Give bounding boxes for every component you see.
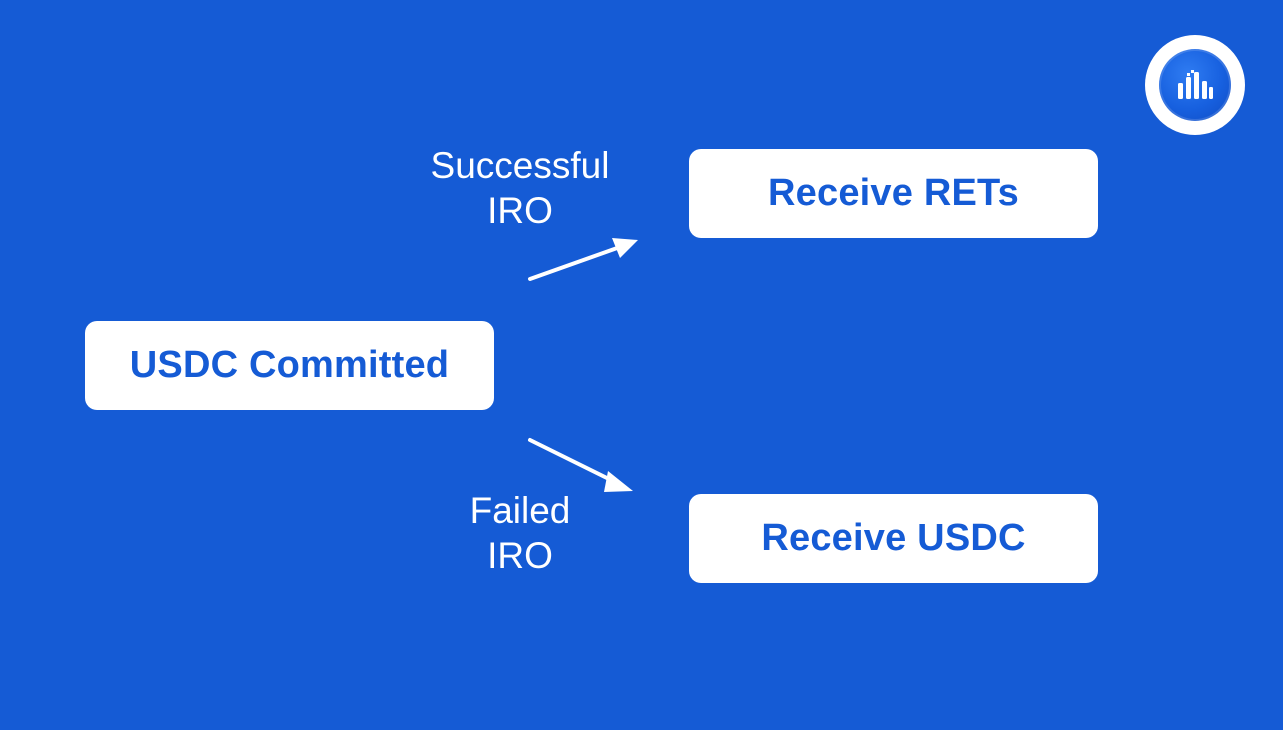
success-node-label: Receive RETs: [768, 172, 1019, 214]
failed-arrow: [528, 438, 633, 492]
start-node-label: USDC Committed: [129, 344, 450, 386]
failed-node-receive-usdc: Receive USDC: [689, 494, 1098, 583]
success-arrow: [528, 238, 638, 281]
brand-logo: [1145, 35, 1245, 135]
success-edge-label: Successful IRO: [400, 143, 640, 233]
success-edge-label-line1: Successful: [430, 145, 610, 186]
building-chart-icon: [1159, 49, 1231, 121]
failed-edge-label: Failed IRO: [400, 488, 640, 578]
success-node-receive-rets: Receive RETs: [689, 149, 1098, 238]
failed-node-label: Receive USDC: [761, 517, 1026, 559]
start-node-usdc-committed: USDC Committed: [85, 321, 494, 410]
failed-edge-label-line1: Failed: [469, 490, 571, 531]
failed-edge-label-line2: IRO: [487, 535, 553, 576]
success-edge-label-line2: IRO: [487, 190, 553, 231]
